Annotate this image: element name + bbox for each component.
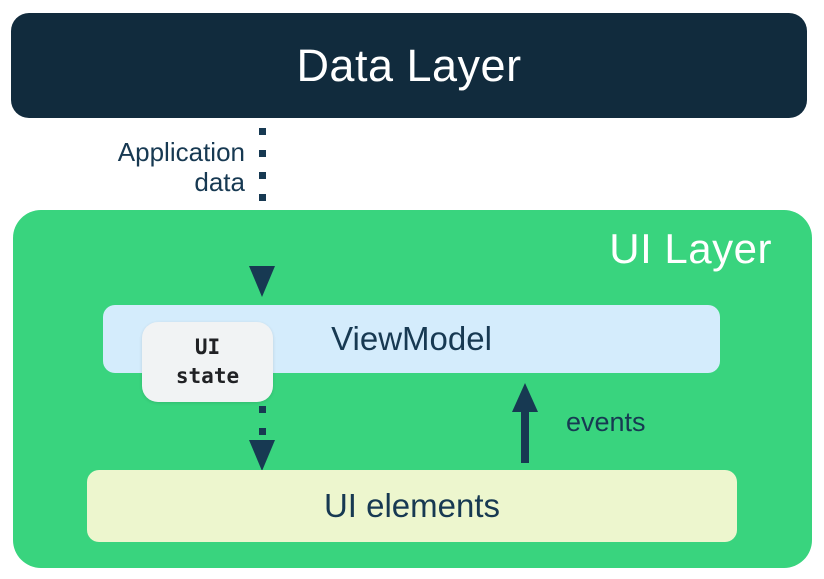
ui-state-label-line2: state (175, 364, 240, 388)
events-label: events (566, 407, 646, 437)
ui-elements-label: UI elements (323, 487, 501, 524)
application-data-dotted-line-icon (259, 128, 266, 266)
application-data-label: Application data (40, 137, 245, 197)
data-layer-box: Data Layer (11, 13, 807, 118)
ui-layer-title: UI Layer (609, 225, 772, 272)
data-layer-title: Data Layer (296, 39, 522, 91)
ui-state-dotted-line-icon (259, 406, 266, 442)
ui-state-badge: UI state (142, 322, 273, 402)
ui-elements-box: UI elements (87, 470, 737, 542)
application-data-label-line2: data (194, 167, 245, 197)
application-data-label-line1: Application (117, 137, 245, 167)
viewmodel-label: ViewModel (331, 320, 492, 357)
arrow-down-icon (249, 266, 275, 297)
arrow-down-icon (249, 440, 275, 471)
events-arrow-shaft-icon (521, 408, 529, 463)
arrow-up-icon (512, 383, 538, 412)
ui-state-label-line1: UI (194, 335, 221, 359)
